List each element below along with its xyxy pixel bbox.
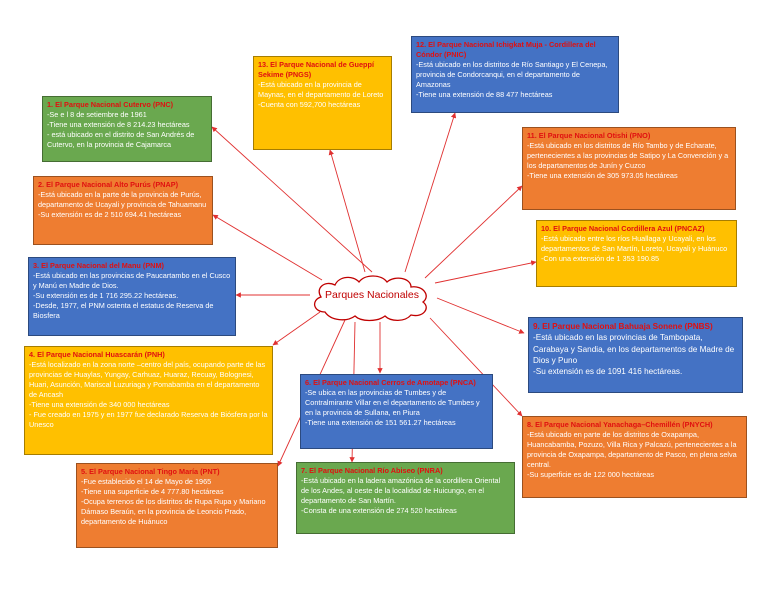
park-detail: -Se e l 8 de setiembre de 1961 <box>47 110 147 120</box>
park-detail: -Su extensión es de 1 716 295.22 hectáre… <box>33 291 179 301</box>
park-detail: -Está ubicado en la parte de la provinci… <box>38 190 207 210</box>
park-detail: -Con una extensión de 1 353 190.85 <box>541 254 660 264</box>
park-title: 13. El Parque Nacional de Gueppí Sekime … <box>258 60 374 80</box>
link-9 <box>436 297 525 334</box>
park-title: 9. El Parque Nacional Bahuaja Sonene (PN… <box>533 322 713 331</box>
park-detail: -Su extensión es de 1091 416 hectáreas. <box>533 367 683 377</box>
park-detail: -Tiene una extensión de 151 561.27 hectá… <box>305 418 456 428</box>
link-11 <box>424 185 523 279</box>
park-title: 2. El Parque Nacional Alto Purús (PNAP) <box>38 180 179 189</box>
park-detail: -Fue establecido el 14 de Mayo de 1965 <box>81 477 212 487</box>
park-detail: -Tiene una extensión de 8 214.23 hectáre… <box>47 120 190 130</box>
park-detail: -Está localizado en la zona norte –centr… <box>29 360 266 400</box>
park-box-6: 6. El Parque Nacional Cerros de Amotape … <box>300 374 493 449</box>
park-detail: -Está ubicado en los distritos de Río Sa… <box>416 60 608 90</box>
park-box-10: 10. El Parque Nacional Cordillera Azul (… <box>536 220 737 287</box>
park-title: 4. El Parque Nacional Huascarán (PNH) <box>29 350 165 359</box>
park-title: 11. El Parque Nacional Otishi (PNO) <box>527 131 651 140</box>
link-1 <box>211 126 373 273</box>
link-8 <box>429 317 523 417</box>
park-detail: -Está ubicado en las provincias de Tambo… <box>533 333 735 365</box>
link-4 <box>272 311 321 346</box>
park-title: 12. El Parque Nacional Ichigkat Muja - C… <box>416 40 596 60</box>
park-detail: -Su superficie es de 122 000 hectáreas <box>527 470 654 480</box>
park-detail: -Está ubicado entre los ríos Huallaga y … <box>541 234 728 254</box>
park-detail: -Tiene una extensión de 88 477 hectáreas <box>416 90 553 100</box>
park-detail: -Tiene una extensión de 305 973.05 hectá… <box>527 171 678 181</box>
park-title: 3. El Parque Nacional del Manu (PNM) <box>33 261 164 270</box>
park-title: 1. El Parque Nacional Cutervo (PNC) <box>47 100 174 109</box>
park-detail: -Tiene una superficie de 4 777.80 hectár… <box>81 487 224 497</box>
park-title: 8. El Parque Nacional Yanachaga–Chemillé… <box>527 420 713 429</box>
park-box-13: 13. El Parque Nacional de Gueppí Sekime … <box>253 56 392 150</box>
link-10 <box>434 260 537 284</box>
park-detail: -Se ubica en las provincias de Tumbes y … <box>305 388 480 418</box>
park-detail: - está ubicado en el distrito de San And… <box>47 130 195 150</box>
park-detail: - Fue creado en 1975 y en 1977 fue decla… <box>29 410 268 430</box>
park-detail: -Está ubicado en la ladera amazónica de … <box>301 476 501 506</box>
park-box-2: 2. El Parque Nacional Alto Purús (PNAP) … <box>33 176 213 245</box>
park-box-11: 11. El Parque Nacional Otishi (PNO) -Est… <box>522 127 736 210</box>
park-detail: -Tiene una extensión de 340 000 hectárea… <box>29 400 170 410</box>
park-title: 7. El Parque Nacional Río Abiseo (PNRA) <box>301 466 443 475</box>
park-detail: -Está ubicado en los distritos de Río Ta… <box>527 141 729 171</box>
park-box-12: 12. El Parque Nacional Ichigkat Muja - C… <box>411 36 619 113</box>
park-detail: -Está ubicado en las provincias de Pauca… <box>33 271 231 291</box>
park-detail: -Está ubicado en parte de los distritos … <box>527 430 737 470</box>
park-box-9: 9. El Parque Nacional Bahuaja Sonene (PN… <box>528 317 743 393</box>
link-2 <box>212 214 323 281</box>
park-detail: -Cuenta con 592,700 hectáreas <box>258 100 361 110</box>
park-box-1: 1. El Parque Nacional Cutervo (PNC) -Se … <box>42 96 212 162</box>
link-12 <box>404 112 457 273</box>
park-title: 10. El Parque Nacional Cordillera Azul (… <box>541 224 705 233</box>
park-box-4: 4. El Parque Nacional Huascarán (PNH) -E… <box>24 346 273 455</box>
park-box-5: 5. El Parque Nacional Tingo María (PNT) … <box>76 463 278 548</box>
park-detail: -Ocupa terrenos de los distritos de Rupa… <box>81 497 266 527</box>
park-title: 5. El Parque Nacional Tingo María (PNT) <box>81 467 220 476</box>
park-detail: -Su extensión es de 2 510 694.41 hectáre… <box>38 210 182 220</box>
park-box-8: 8. El Parque Nacional Yanachaga–Chemillé… <box>522 416 747 498</box>
park-box-3: 3. El Parque Nacional del Manu (PNM) -Es… <box>28 257 236 336</box>
park-detail: -Desde, 1977, el PNM ostenta el estatus … <box>33 301 214 321</box>
center-title: Parques Nacionales <box>325 289 419 301</box>
link-13 <box>328 149 366 273</box>
park-detail: -Está ubicado en la provincia de Maynas,… <box>258 80 384 100</box>
park-box-7: 7. El Parque Nacional Río Abiseo (PNRA) … <box>296 462 515 534</box>
park-title: 6. El Parque Nacional Cerros de Amotape … <box>305 378 476 387</box>
park-detail: -Consta de una extensión de 274 520 hect… <box>301 506 457 516</box>
central-cloud-shape <box>314 275 427 322</box>
